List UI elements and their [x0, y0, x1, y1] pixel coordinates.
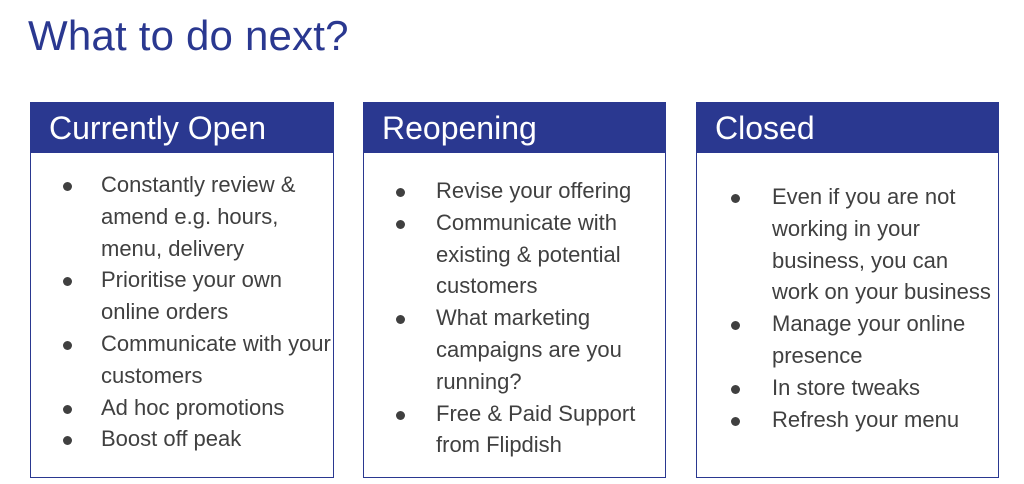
list-item: Revise your offering	[364, 175, 665, 207]
card-closed: Closed Even if you are not working in yo…	[696, 102, 999, 478]
bullet-icon	[731, 321, 740, 331]
list-item-text: Even if you are not working in your busi…	[772, 184, 991, 305]
list-item: Even if you are not working in your busi…	[697, 181, 998, 308]
list-item: Communicate with your customers	[31, 328, 333, 392]
list-item: Ad hoc promotions	[31, 392, 333, 424]
bullet-icon	[63, 182, 72, 191]
bullet-icon	[396, 188, 405, 197]
bullet-icon	[731, 384, 740, 394]
card-list: Constantly review & amend e.g. hours, me…	[31, 169, 333, 455]
list-item-text: Communicate with your customers	[101, 330, 331, 388]
list-item: Manage your online presence	[697, 308, 998, 372]
card-reopening: Reopening Revise your offering Communica…	[363, 102, 666, 478]
bullet-icon	[396, 315, 405, 325]
list-item: Prioritise your own online orders	[31, 264, 333, 328]
list-item: Free & Paid Support from Flipdish	[364, 398, 665, 462]
list-item: Boost off peak	[31, 423, 333, 455]
card-list: Revise your offering Communicate with ex…	[364, 175, 665, 461]
card-title: Closed	[697, 103, 998, 153]
list-item: Communicate with existing & potential cu…	[364, 207, 665, 302]
list-item-text: Boost off peak	[101, 426, 242, 452]
list-item: What marketing campaigns are you running…	[364, 302, 665, 397]
bullet-icon	[63, 404, 72, 414]
card-title: Reopening	[364, 103, 665, 153]
page-title: What to do next?	[28, 12, 349, 59]
card-currently-open: Currently Open Constantly review & amend…	[30, 102, 334, 478]
list-item-text: Refresh your menu	[772, 406, 960, 432]
list-item-text: Prioritise your own online orders	[101, 267, 282, 325]
card-list: Even if you are not working in your busi…	[697, 181, 998, 435]
card-title: Currently Open	[31, 103, 333, 153]
list-item-text: Free & Paid Support from Flipdish	[436, 400, 636, 458]
list-item-text: Constantly review & amend e.g. hours, me…	[101, 172, 296, 261]
list-item-text: In store tweaks	[772, 374, 920, 400]
list-item-text: Communicate with existing & potential cu…	[436, 209, 621, 299]
list-item-text: Ad hoc promotions	[101, 394, 285, 420]
bullet-icon	[731, 416, 740, 426]
list-item-text: Manage your online presence	[772, 311, 966, 368]
bullet-icon	[63, 436, 72, 446]
list-item: Constantly review & amend e.g. hours, me…	[31, 169, 333, 264]
bullet-icon	[63, 340, 72, 350]
bullet-icon	[731, 194, 740, 203]
list-item: In store tweaks	[697, 372, 998, 404]
list-item: Refresh your menu	[697, 404, 998, 436]
bullet-icon	[63, 277, 72, 287]
bullet-icon	[396, 410, 405, 420]
list-item-text: What marketing campaigns are you running…	[436, 305, 622, 394]
list-item-text: Revise your offering	[436, 178, 632, 203]
bullet-icon	[396, 219, 405, 229]
